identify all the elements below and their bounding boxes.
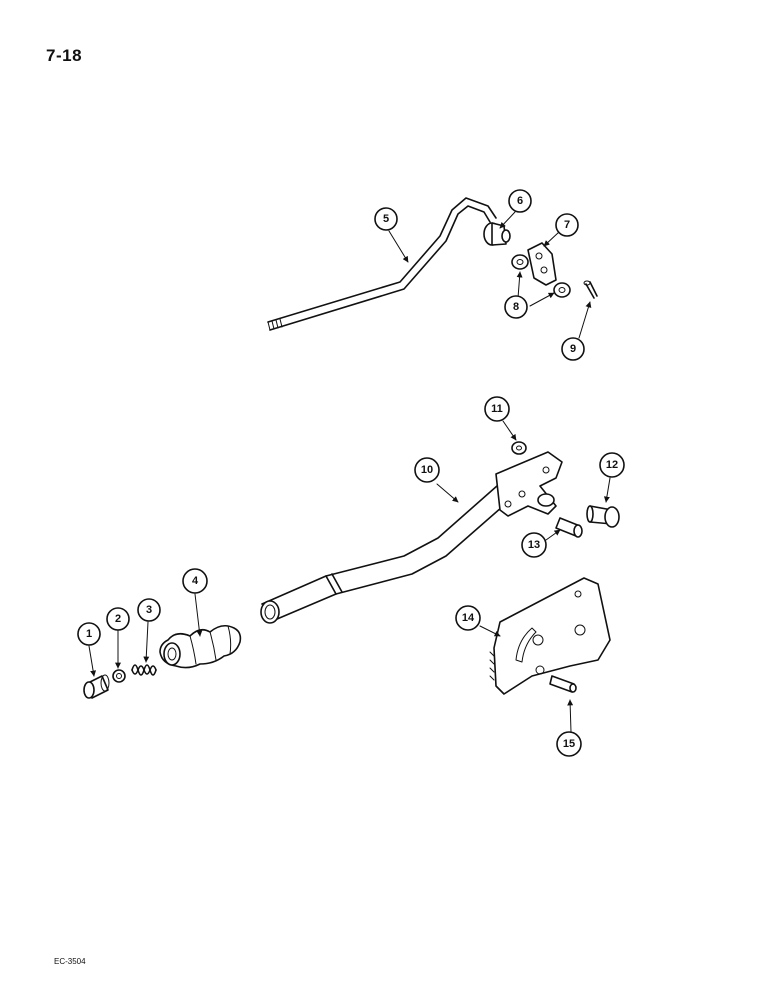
callout-12: 12	[599, 452, 625, 478]
part-7-clevis	[527, 242, 557, 286]
part-12-clevis-pin	[586, 505, 620, 528]
callout-13: 13	[521, 532, 547, 558]
callout-11: 11	[484, 396, 510, 422]
callout-10: 10	[414, 457, 440, 483]
part-5-rod	[267, 197, 497, 331]
svg-text:4: 4	[192, 575, 199, 587]
svg-text:8: 8	[513, 301, 519, 313]
callouts: 5 6 7 8 9 10 11 12 13 14 15 1 2 3 4	[77, 189, 625, 757]
part-10-lever	[260, 451, 563, 624]
part-8-washers	[511, 254, 571, 298]
svg-text:3: 3	[146, 604, 152, 616]
part-14-plate	[489, 577, 611, 695]
callout-8: 8	[504, 295, 528, 319]
callout-3: 3	[137, 598, 161, 622]
part-11-washer	[511, 441, 527, 455]
callout-7: 7	[555, 213, 579, 237]
svg-text:2: 2	[115, 613, 121, 625]
callout-9: 9	[561, 337, 585, 361]
part-4-boot	[159, 624, 242, 669]
part-3-spring	[131, 664, 157, 676]
part-2-washer	[112, 669, 126, 683]
callout-6: 6	[508, 189, 532, 213]
callout-1: 1	[77, 622, 101, 646]
callout-15: 15	[556, 731, 582, 757]
svg-text:11: 11	[491, 403, 503, 415]
part-15-pin	[549, 675, 577, 693]
part-1-cap	[83, 674, 110, 699]
figure-code: EC-3504	[54, 957, 86, 966]
svg-text:10: 10	[421, 464, 433, 476]
svg-text:7: 7	[564, 219, 570, 231]
svg-text:1: 1	[86, 628, 92, 640]
svg-text:13: 13	[528, 539, 540, 551]
callout-5: 5	[374, 207, 398, 231]
svg-text:5: 5	[383, 213, 389, 225]
svg-text:12: 12	[606, 459, 618, 471]
part-13-bushing	[555, 517, 583, 538]
svg-text:14: 14	[462, 612, 475, 624]
callout-4: 4	[182, 568, 208, 594]
leader-lines	[88, 211, 611, 733]
page-number: 7-18	[46, 46, 83, 65]
callout-14: 14	[455, 605, 481, 631]
callout-2: 2	[106, 607, 130, 631]
svg-text:9: 9	[570, 343, 576, 355]
svg-text:15: 15	[563, 738, 575, 750]
part-6-pin	[483, 222, 511, 246]
svg-text:6: 6	[517, 195, 523, 207]
part-9-cotter-pin	[583, 280, 598, 299]
